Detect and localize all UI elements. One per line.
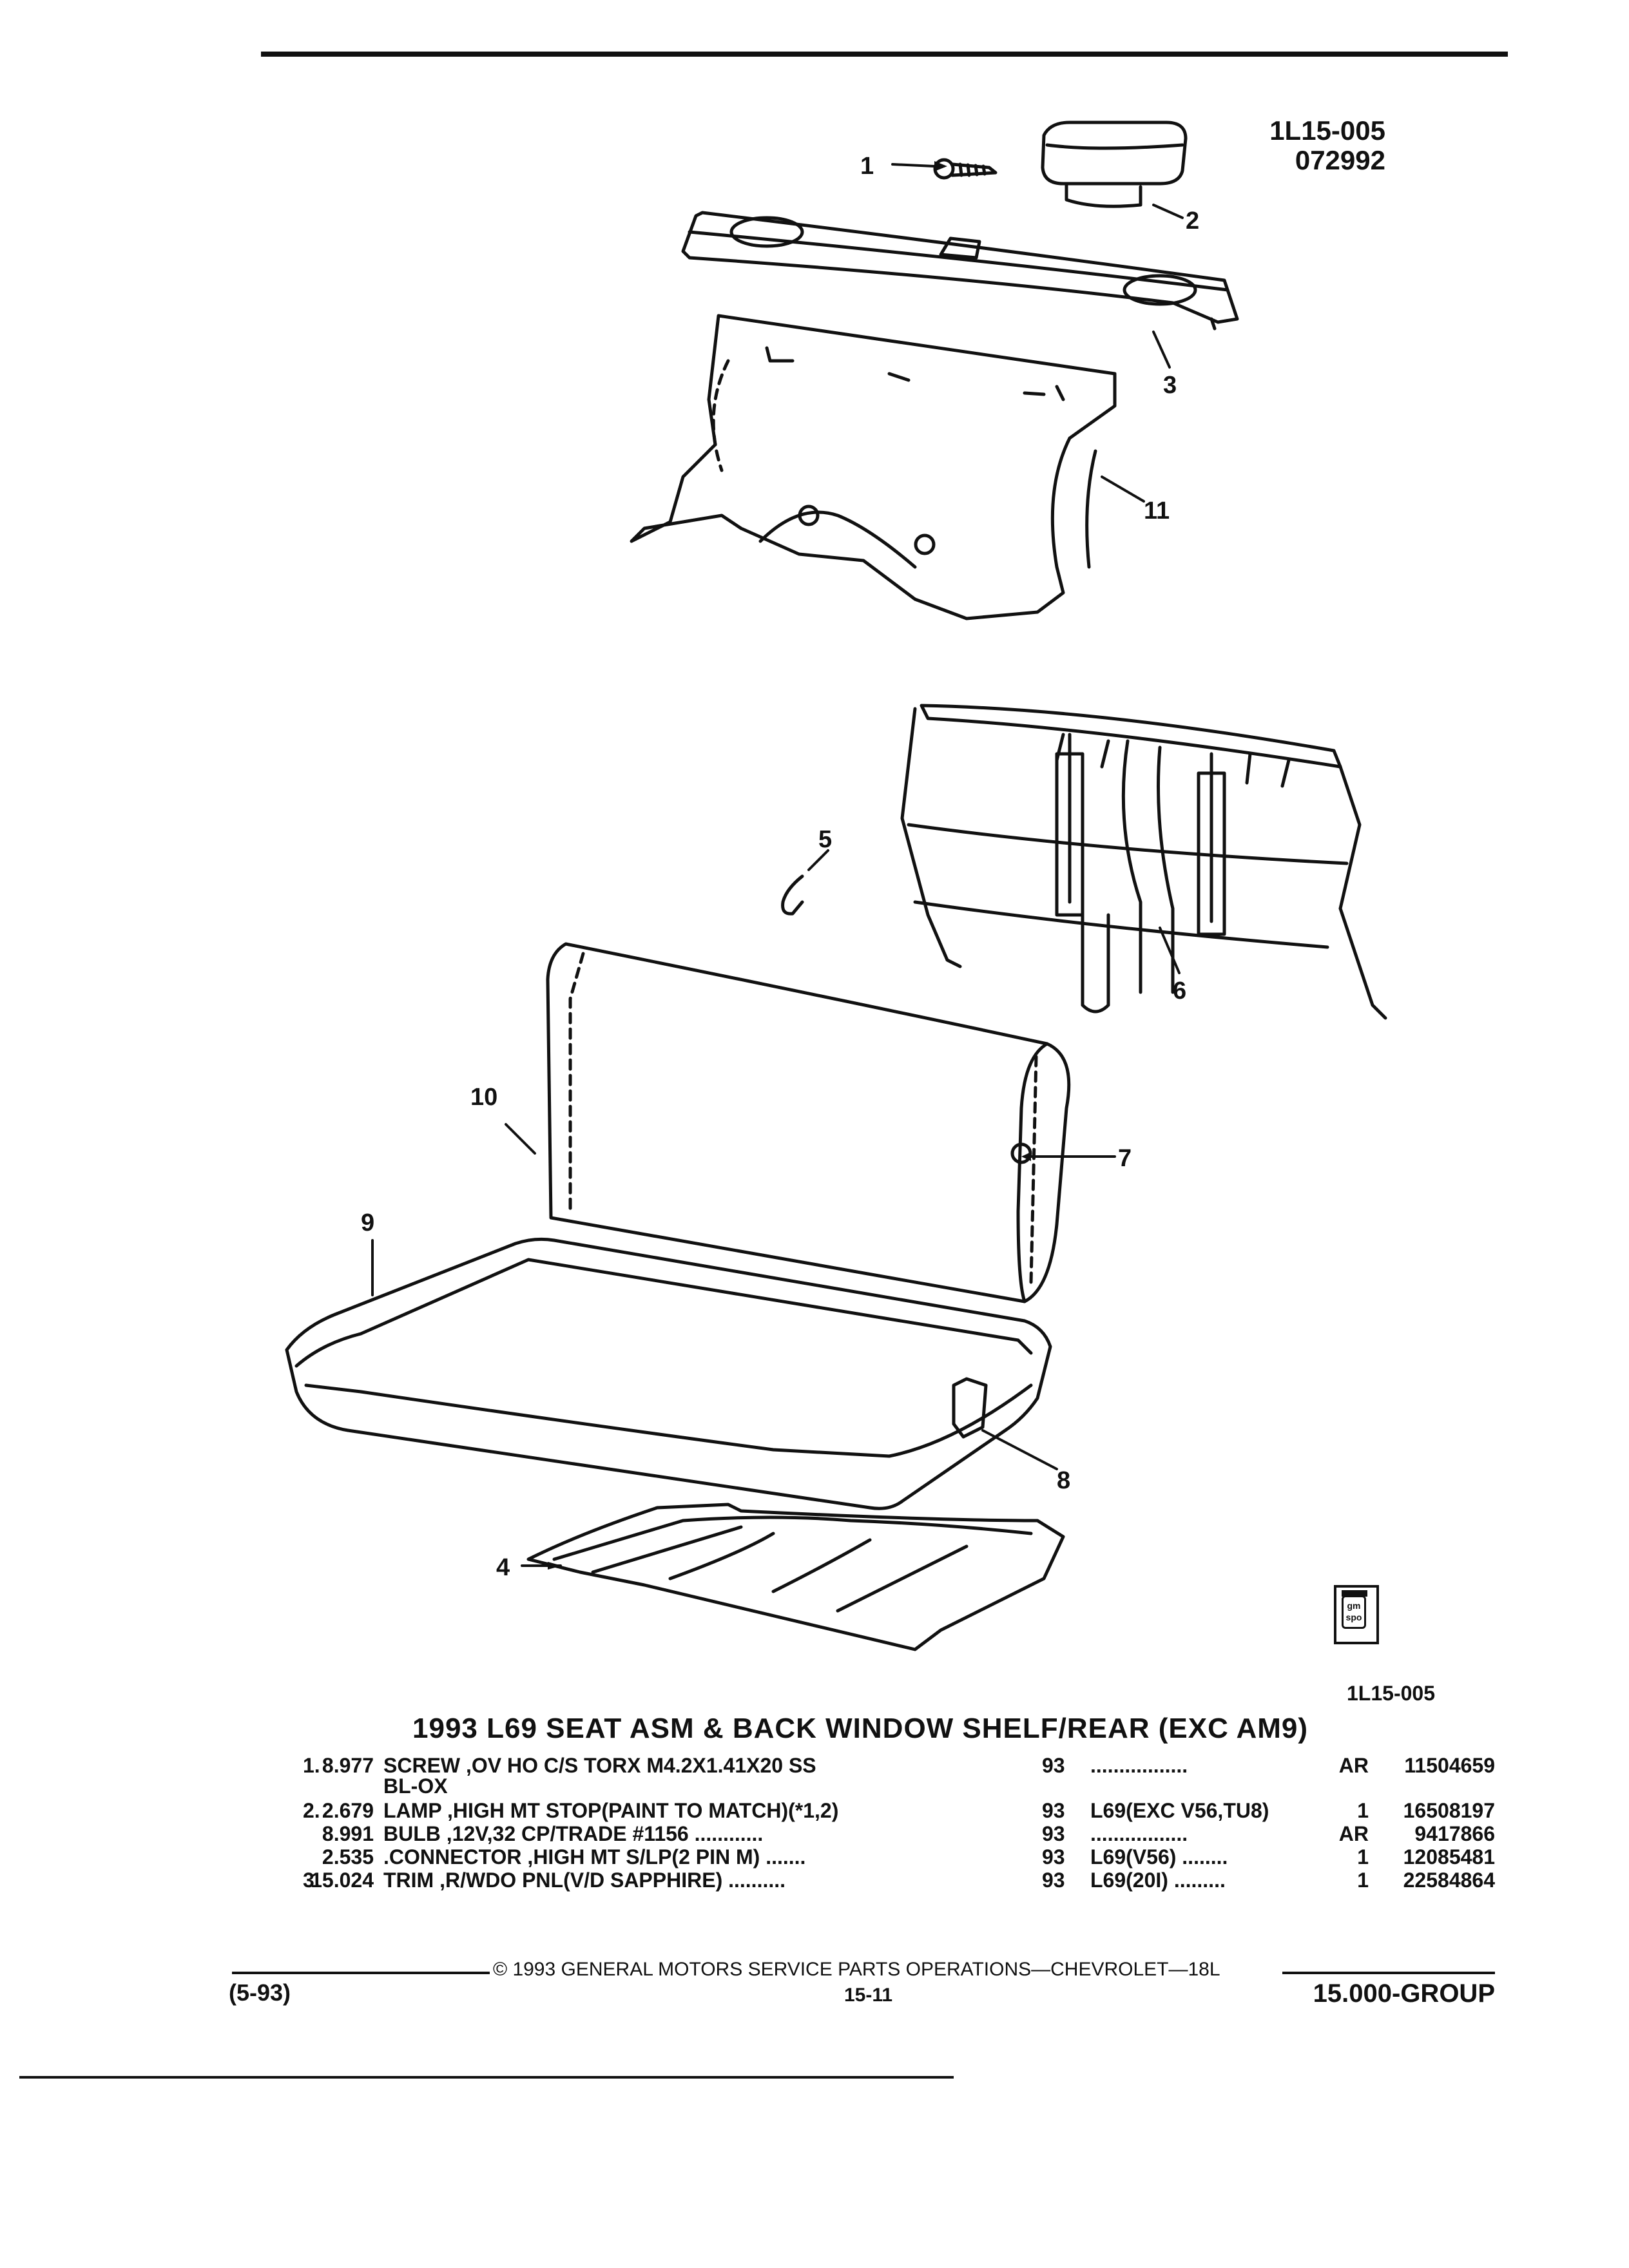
quantity: AR — [1338, 1822, 1369, 1845]
table-row: 2.535 .CONNECTOR ,HIGH MT S/LP(2 PIN M) … — [0, 1844, 1629, 1870]
year: 93 — [1042, 1845, 1065, 1869]
callout-10: 10 — [470, 1084, 497, 1111]
seat-back-frame-part — [900, 704, 1387, 1020]
description: TRIM ,R/WDO PNL(V/D SAPPHIRE) .......... — [383, 1869, 786, 1892]
page-title: 1993 L69 SEAT ASM & BACK WINDOW SHELF/RE… — [412, 1713, 1309, 1744]
item-number: 2. — [303, 1799, 320, 1822]
group-number: 15.000-GROUP — [1313, 1979, 1495, 2008]
leader-lines — [371, 163, 1184, 1567]
price-code: 8.991 — [322, 1822, 374, 1845]
rear-shelf-trim-part — [681, 211, 1239, 331]
part-number: 11504659 — [1404, 1754, 1495, 1777]
quantity: 1 — [1357, 1799, 1369, 1822]
application: L69(V56) ........ — [1090, 1845, 1228, 1869]
description: .CONNECTOR ,HIGH MT S/LP(2 PIN M) ......… — [383, 1845, 806, 1869]
description: SCREW ,OV HO C/S TORX M4.2X1.41X20 SS — [383, 1754, 816, 1777]
callout-3: 3 — [1163, 372, 1177, 399]
hook-part — [781, 874, 804, 916]
callout-11: 11 — [1144, 497, 1170, 524]
footer-date: (5-93) — [229, 1979, 291, 2006]
year: 93 — [1042, 1754, 1065, 1777]
year: 93 — [1042, 1822, 1065, 1845]
application: ................. — [1090, 1822, 1188, 1845]
callout-1: 1 — [860, 153, 874, 180]
callout-6: 6 — [1173, 977, 1186, 1004]
application: L69(20I) ......... — [1090, 1869, 1226, 1892]
gm-spo-logo-text: gm spo — [1342, 1595, 1366, 1629]
callout-9: 9 — [361, 1209, 374, 1236]
rear-panel-part — [630, 314, 1117, 620]
seat-frame-part — [526, 1503, 1065, 1651]
top-rule — [261, 52, 1508, 57]
application: L69(EXC V56,TU8) — [1090, 1799, 1269, 1822]
price-code: 2.535 — [322, 1845, 374, 1869]
figure-code: 1L15-005 — [1347, 1682, 1435, 1705]
description: BULB ,12V,32 CP/TRADE #1156 ............ — [383, 1822, 764, 1845]
part-number: 12085481 — [1403, 1845, 1495, 1869]
callout-7: 7 — [1118, 1145, 1132, 1172]
exploded-parts-diagram: 1 2 3 11 5 6 10 7 9 8 4 — [285, 120, 1387, 1651]
seat-back-cushion-part — [546, 942, 1071, 1303]
quantity: 1 — [1357, 1845, 1369, 1869]
description: LAMP ,HIGH MT STOP(PAINT TO MATCH)(*1,2) — [383, 1799, 839, 1822]
part-number: 9417866 — [1414, 1822, 1495, 1845]
callout-8: 8 — [1057, 1467, 1070, 1494]
table-row: 2. 2.679 LAMP ,HIGH MT STOP(PAINT TO MAT… — [0, 1798, 1629, 1823]
year: 93 — [1042, 1799, 1065, 1822]
item-number: 1. — [303, 1754, 320, 1777]
description: BL-OX — [383, 1774, 448, 1798]
price-code: 8.977 — [322, 1754, 374, 1777]
callout-5: 5 — [818, 826, 832, 853]
seat-cushion-part — [285, 1237, 1052, 1510]
quantity: AR — [1338, 1754, 1369, 1777]
gm-spo-logo: gm spo — [1334, 1585, 1379, 1644]
table-row: BL-OX — [0, 1773, 1629, 1799]
price-code: 2.679 — [322, 1799, 374, 1822]
part-number: 16508197 — [1403, 1799, 1495, 1822]
quantity: 1 — [1357, 1869, 1369, 1892]
page-number: 15-11 — [844, 1984, 893, 2006]
table-row: 1. 8.977 SCREW ,OV HO C/S TORX M4.2X1.41… — [0, 1753, 1629, 1778]
header-code-block: 1L15-005 072992 — [1192, 116, 1385, 175]
footer-rule-left — [232, 1972, 490, 1974]
callout-2: 2 — [1186, 207, 1199, 235]
callout-4: 4 — [496, 1554, 510, 1581]
item-number: 3. — [303, 1869, 320, 1892]
footer-rule-right — [1282, 1972, 1495, 1974]
table-row: 8.991 BULB ,12V,32 CP/TRADE #1156 ......… — [0, 1821, 1629, 1847]
application: ................. — [1090, 1754, 1188, 1777]
screw-part — [933, 158, 998, 180]
table-row: 3. 15.024 TRIM ,R/WDO PNL(V/D SAPPHIRE) … — [0, 1867, 1629, 1893]
stop-lamp-part — [1041, 120, 1188, 208]
illustration-code: 1L15-005 — [1269, 115, 1385, 146]
year: 93 — [1042, 1869, 1065, 1892]
illustration-date: 072992 — [1295, 145, 1385, 175]
footer-copyright: © 1993 GENERAL MOTORS SERVICE PARTS OPER… — [493, 1959, 1220, 1980]
bottom-rule — [19, 2076, 954, 2079]
price-code: 15.024 — [311, 1869, 374, 1892]
part-number: 22584864 — [1403, 1869, 1495, 1892]
